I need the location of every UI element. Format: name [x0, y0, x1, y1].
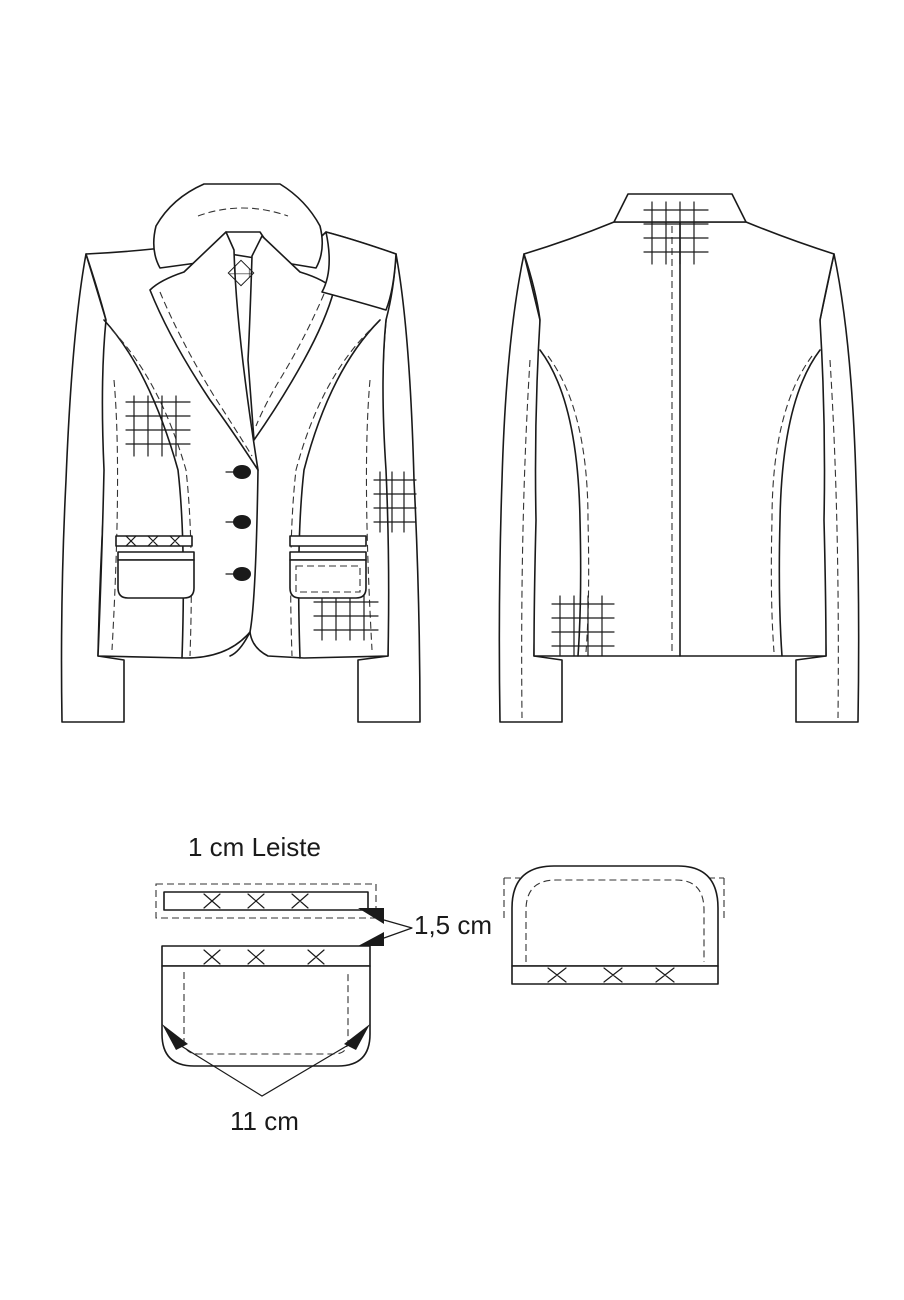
back-panel-seam-right-stitch [770, 355, 813, 653]
back-panel-seam-left [539, 349, 582, 657]
pocket-flap-band-crosses [203, 949, 325, 965]
collar [152, 183, 324, 269]
side-seam-left-stitch [111, 379, 119, 651]
pocket-right [289, 535, 367, 599]
buttons [225, 465, 251, 581]
jacket-back-view [498, 193, 860, 723]
button [233, 515, 251, 529]
jacket-front-view [60, 183, 421, 723]
seam-leader-lines [383, 919, 413, 939]
lapel-right [247, 235, 335, 441]
seam-arrow-upper [358, 908, 384, 924]
check-patch-hem-grid [313, 593, 379, 641]
welt-strip-label: 1 cm Leiste [188, 832, 321, 862]
welt-strip-crosses [203, 893, 309, 909]
pocket-back-band-crosses [547, 967, 675, 983]
depth-arrow-right [344, 1024, 370, 1050]
pocket-back-band [511, 965, 719, 985]
pocket-detail-front: 1 cm Leiste 1,5 cm 11 cm [155, 832, 492, 1136]
lapel-left [149, 231, 259, 471]
depth-leader-lines [177, 1043, 351, 1097]
lapel-stitching [159, 291, 253, 457]
pocket-left [115, 535, 195, 599]
back-sleeve-stitch-left [521, 359, 531, 719]
pocket-back-body [511, 865, 719, 967]
welt-strip [163, 891, 369, 911]
shoulder-lattice [321, 231, 397, 311]
seam-allowance-label: 1,5 cm [414, 910, 492, 940]
diamond-mark [227, 259, 255, 287]
back-panel-seam-right [778, 349, 821, 657]
pocket-flap-band [161, 945, 371, 967]
side-seam-right-stitch [365, 379, 373, 651]
button [233, 465, 251, 479]
check-patch-right-grid [373, 471, 417, 533]
back-check-collar [643, 201, 709, 265]
back-sleeve-stitch-right [829, 359, 839, 719]
check-patch-left-grid [125, 395, 191, 457]
seam-arrow-lower [358, 932, 384, 946]
collar-stitching [197, 207, 289, 217]
front-edge [229, 469, 259, 657]
welt-strip-outline [155, 883, 377, 919]
pocket-detail-back [503, 865, 725, 985]
back-check-hem [551, 595, 615, 657]
pocket-bag [161, 965, 371, 1067]
button [233, 567, 251, 581]
pocket-back-stitch [525, 879, 705, 962]
depth-arrow-left [162, 1024, 188, 1050]
pocket-depth-label: 11 cm [230, 1106, 299, 1136]
back-body [523, 221, 835, 657]
lapel-stitching-right [255, 293, 325, 427]
